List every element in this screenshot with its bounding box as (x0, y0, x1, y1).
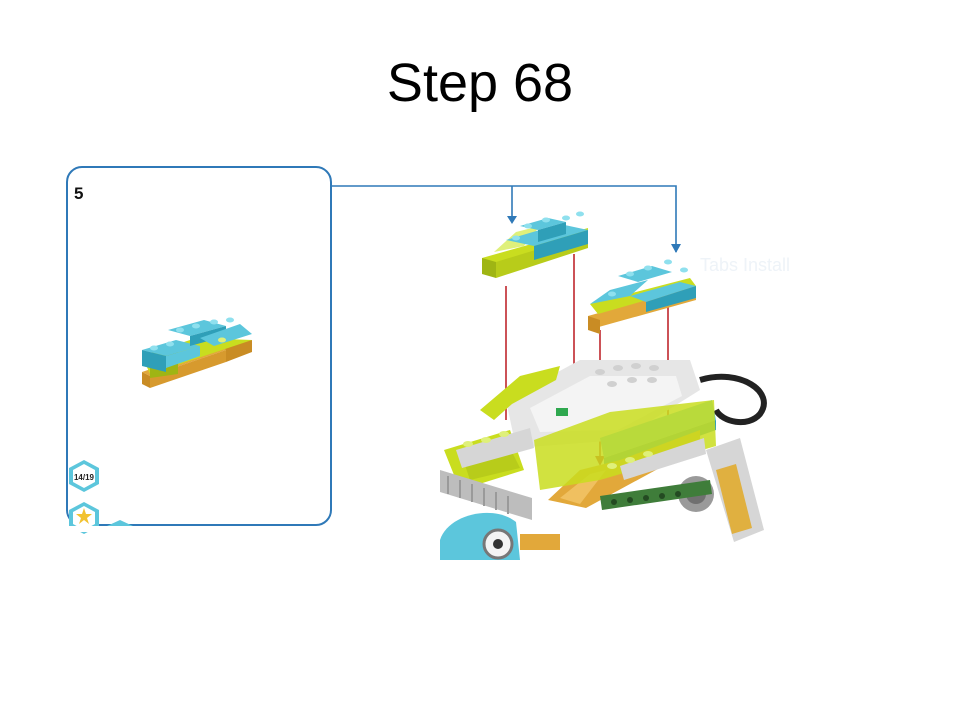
brick-assembly-upper-right (588, 259, 696, 334)
hub-button (556, 408, 568, 416)
progress-count: 14/19 (74, 473, 95, 482)
watermark-text: Tabs Install (700, 255, 790, 275)
blue-leader-lines (332, 185, 681, 253)
star-icon (76, 508, 92, 524)
robot-model (440, 360, 767, 560)
progress-badge: 14/19 (69, 460, 99, 492)
substep-number: 5 (74, 184, 84, 203)
brick-assembly-preview (142, 317, 252, 388)
slide-title: Step 68 (386, 53, 574, 113)
brick-assembly-upper-left (482, 211, 588, 278)
